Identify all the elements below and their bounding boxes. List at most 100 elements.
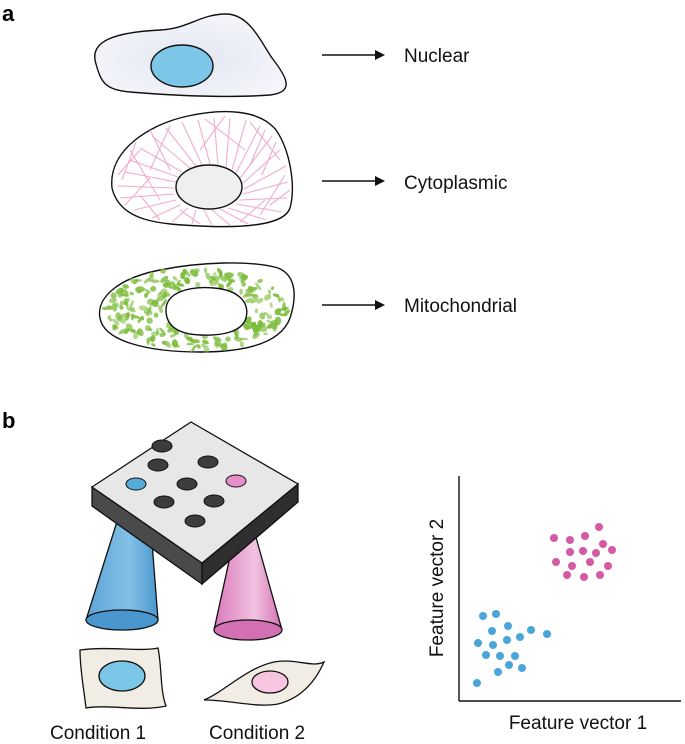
scatter-point-condition-2: [608, 546, 616, 554]
scatter-point-condition-2: [563, 571, 571, 579]
mitochondrion: [242, 292, 250, 298]
scatter-point-condition-2: [579, 547, 587, 555]
mitochondrion: [165, 279, 172, 287]
mitochondrion: [144, 292, 148, 298]
scatter-point-condition-1: [492, 610, 500, 618]
mitochondrion: [154, 299, 159, 305]
condition-1-cell: [79, 647, 167, 709]
scatter-point-condition-1: [488, 627, 496, 635]
mitochondrion: [266, 319, 274, 324]
scatter-point-condition-1: [479, 612, 487, 620]
mitochondrion: [268, 289, 271, 294]
mitochondrion: [146, 317, 153, 324]
mitochondrion: [138, 305, 149, 311]
mitochondrion: [214, 278, 219, 286]
nucleus-shape: [150, 44, 214, 88]
x-axis-label: Feature vector 1: [509, 713, 647, 734]
mitochondrion: [239, 341, 245, 348]
mitochondrion: [201, 343, 206, 348]
mitochondrion: [208, 279, 214, 284]
mitochondrion: [157, 291, 162, 297]
mitochondrion: [122, 284, 129, 289]
scatter-point-condition-1: [543, 630, 551, 638]
mitochondrion: [189, 269, 198, 277]
scatter-point-condition-1: [489, 641, 497, 649]
mitochondrion: [274, 316, 282, 326]
mitochondrion: [117, 315, 127, 324]
scatter-point-condition-2: [596, 571, 604, 579]
mitochondrion: [135, 286, 145, 293]
mitochondrion: [259, 312, 266, 320]
mitochondrion: [173, 329, 179, 335]
mitochondrion: [129, 299, 134, 310]
scatter-point-condition-2: [586, 558, 594, 566]
mitochondrion: [172, 284, 177, 291]
row-label-cytoplasmic: Cytoplasmic: [404, 173, 507, 194]
mitochondrion: [167, 327, 176, 333]
scatter-point-condition-2: [552, 558, 560, 566]
nuclear-cell: [94, 13, 287, 98]
scatter-point-condition-2: [604, 562, 612, 570]
scatter-point-condition-1: [494, 668, 502, 676]
mitochondrion: [150, 331, 160, 336]
mitochondrion: [222, 342, 228, 348]
mitochondrion: [133, 278, 143, 282]
scatter-point-condition-2: [568, 562, 576, 570]
mitochondrion: [133, 331, 139, 340]
condition-2-cell: [203, 660, 326, 706]
mitochondrion: [262, 322, 266, 328]
pink-well: [225, 474, 247, 488]
mitochondrion: [172, 276, 178, 281]
mitochondrion: [212, 272, 217, 276]
scatter-point-condition-1: [518, 664, 526, 672]
mitochondrion: [159, 327, 165, 334]
mitochondrion: [122, 288, 128, 294]
scatter-point-condition-1: [516, 633, 524, 641]
mitochondrion: [156, 295, 166, 302]
mitochondrion: [254, 308, 259, 314]
mitochondrion: [106, 305, 113, 311]
mitochondrion: [210, 276, 217, 281]
mitochondrion: [195, 282, 201, 288]
mitochondrion: [190, 344, 197, 353]
mitochondrion: [136, 330, 141, 335]
mitochondrion: [247, 285, 253, 291]
mitochondrion: [279, 306, 289, 311]
mitochondrion: [240, 337, 249, 341]
mitochondrion: [212, 336, 222, 342]
mitochondrion: [145, 308, 153, 315]
mitochondrion: [115, 287, 124, 294]
mitochondrion: [239, 288, 243, 295]
scatter-point-condition-1: [527, 626, 535, 634]
mitochondrion: [159, 332, 166, 337]
scatter-point-condition-1: [503, 636, 511, 644]
well-plate-icon: [90, 421, 300, 586]
mitochondrion: [243, 324, 250, 330]
mitochondrion: [252, 331, 260, 339]
mitochondrion: [126, 307, 136, 313]
mitochondrion: [171, 339, 179, 348]
mitochondrion: [160, 275, 169, 283]
scatter-point-condition-1: [505, 661, 513, 669]
mitochondria-dots: [102, 267, 291, 354]
mitochondrion: [266, 323, 273, 329]
mitochondrion: [129, 328, 136, 333]
mitochondrion: [274, 308, 282, 316]
mitochondrion: [278, 297, 285, 302]
mitochondrion: [186, 342, 195, 346]
mitochondrion: [108, 317, 114, 322]
mitochondrion: [124, 327, 130, 335]
mitochondrion: [150, 279, 160, 284]
scatter-point-condition-2: [566, 548, 574, 556]
mitochondrion: [250, 298, 258, 304]
mitochondrion: [112, 318, 120, 326]
cytoplasmic-cell: [111, 111, 293, 228]
scatter-point-condition-2: [566, 536, 574, 544]
scatter-point-condition-1: [474, 639, 482, 647]
mitochondrion: [119, 305, 124, 310]
mitochondrion: [131, 314, 137, 319]
condition-2-label: Condition 2: [209, 723, 305, 744]
mitochondrion: [196, 344, 201, 349]
mitochondrion: [149, 271, 155, 278]
